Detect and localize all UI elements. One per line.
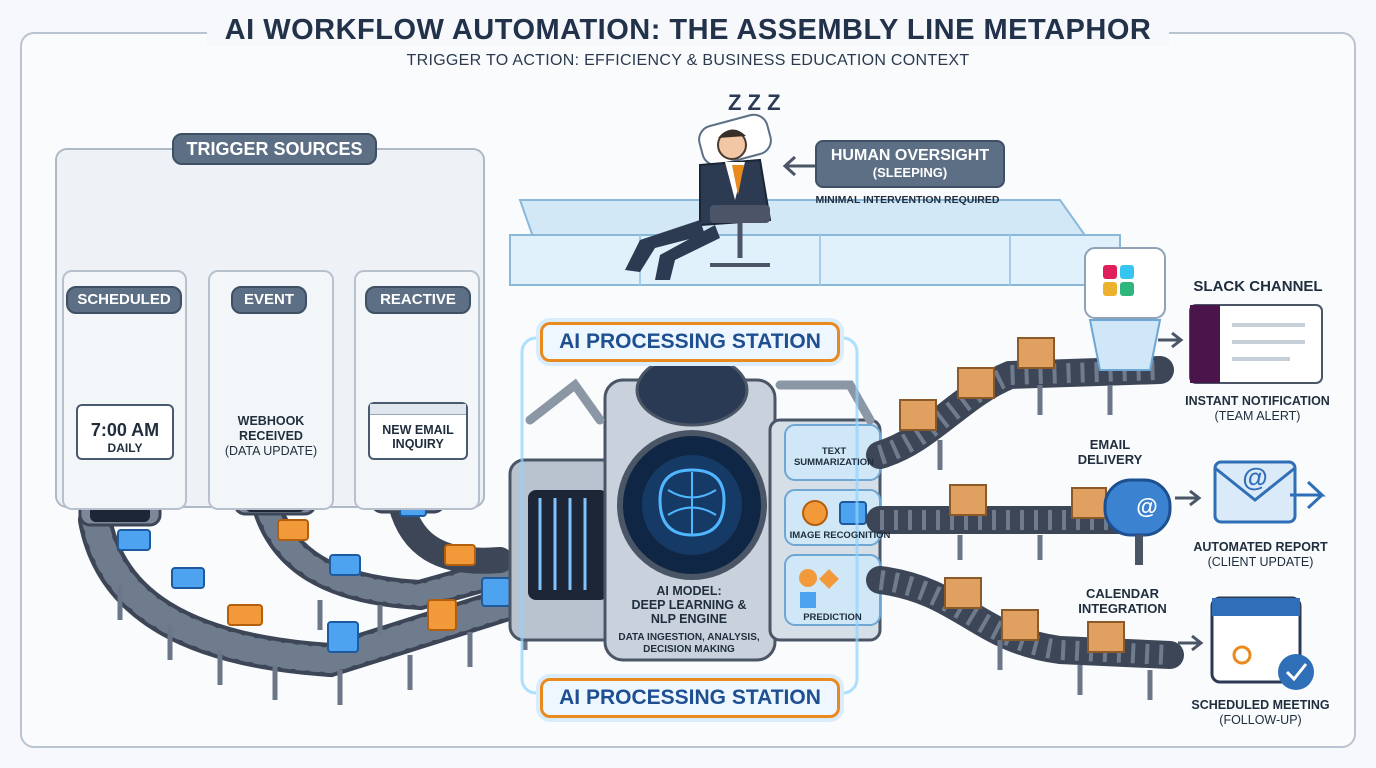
page-subtitle: TRIGGER TO ACTION: EFFICIENCY & BUSINESS…: [406, 52, 970, 69]
event-label: EVENT: [231, 286, 307, 314]
ai-model-line-2: DEEP LEARNING &: [631, 598, 747, 612]
sleep-zzz: Z Z Z: [728, 90, 781, 115]
email-line-1: NEW EMAIL: [382, 423, 454, 437]
calendar-line-1: SCHEDULED MEETING: [1191, 698, 1330, 712]
ai-station-label-top: AI PROCESSING STATION: [540, 322, 840, 362]
ai-station-label-bottom: AI PROCESSING STATION: [540, 678, 840, 718]
task-image-recognition: IMAGE RECOGNITION: [789, 530, 891, 541]
calendar-caption: SCHEDULED MEETING (FOLLOW-UP): [1178, 698, 1343, 728]
ai-model-caption: AI MODEL: DEEP LEARNING & NLP ENGINE: [614, 584, 764, 626]
ai-desc-line-2: DECISION MAKING: [643, 644, 735, 655]
oversight-note: MINIMAL INTERVENTION REQUIRED: [815, 194, 1000, 206]
schedule-time: 7:00 AM: [90, 420, 160, 440]
ai-model-line-3: NLP ENGINE: [650, 612, 728, 626]
calendar-heading: CALENDAR INTEGRATION: [1070, 586, 1175, 616]
scheduled-label: SCHEDULED: [66, 286, 182, 314]
email-card-titlebar: [370, 404, 466, 415]
email-report-icon: [1213, 460, 1326, 524]
event-line-1: WEBHOOK: [237, 414, 305, 428]
ai-desc-line-1: DATA INGESTION, ANALYSIS,: [618, 632, 760, 643]
calendar-heading-2: INTEGRATION: [1078, 601, 1167, 616]
email-heading-2: DELIVERY: [1077, 452, 1143, 467]
event-description: WEBHOOK RECEIVED (DATA UPDATE): [208, 414, 334, 459]
slack-line-1: INSTANT NOTIFICATION: [1185, 394, 1330, 408]
email-caption: AUTOMATED REPORT (CLIENT UPDATE): [1178, 540, 1343, 570]
trigger-sources-heading: TRIGGER SOURCES: [172, 133, 377, 165]
mailbox-symbol: @: [1136, 494, 1158, 519]
ai-machine: [508, 336, 882, 695]
task-prediction: PREDICTION: [803, 612, 862, 623]
email-inquiry-card: NEW EMAIL INQUIRY: [368, 402, 468, 460]
slack-line-2: (TEAM ALERT): [1214, 409, 1301, 423]
slack-heading: SLACK CHANNEL: [1193, 278, 1323, 295]
email-line-b: (CLIENT UPDATE): [1207, 555, 1314, 569]
schedule-frequency: DAILY: [107, 441, 143, 455]
schedule-card: 7:00 AM DAILY: [76, 404, 174, 460]
oversight-title: HUMAN OVERSIGHT: [830, 147, 990, 164]
ai-desc-caption: DATA INGESTION, ANALYSIS, DECISION MAKIN…: [606, 632, 772, 656]
event-line-3: (DATA UPDATE): [224, 444, 318, 458]
slack-window-icon: [1189, 304, 1323, 384]
slack-caption: INSTANT NOTIFICATION (TEAM ALERT): [1170, 394, 1345, 424]
oversight-status: (SLEEPING): [872, 165, 948, 180]
glass-walkway: [509, 199, 1122, 286]
envelope-symbol: @: [1242, 462, 1268, 492]
calendar-line-2: (FOLLOW-UP): [1219, 713, 1302, 727]
calendar-heading-1: CALENDAR: [1086, 586, 1159, 601]
calendar-icon: [1210, 596, 1314, 690]
email-heading-1: EMAIL: [1089, 437, 1131, 452]
ai-model-line-1: AI MODEL:: [656, 584, 722, 598]
output-conveyors: [866, 247, 1184, 700]
email-line-a: AUTOMATED REPORT: [1193, 540, 1328, 554]
task-text-summarization: TEXT SUMMARIZATION: [793, 446, 875, 468]
reactive-label: REACTIVE: [365, 286, 471, 314]
sleeping-human: [625, 113, 772, 280]
human-oversight-box: HUMAN OVERSIGHT (SLEEPING): [815, 140, 1005, 188]
email-line-2: INQUIRY: [392, 437, 444, 451]
page-title: AI WORKFLOW AUTOMATION: THE ASSEMBLY LIN…: [0, 14, 1376, 47]
email-delivery-heading: EMAIL DELIVERY: [1070, 437, 1150, 467]
event-line-2: RECEIVED: [239, 429, 303, 443]
